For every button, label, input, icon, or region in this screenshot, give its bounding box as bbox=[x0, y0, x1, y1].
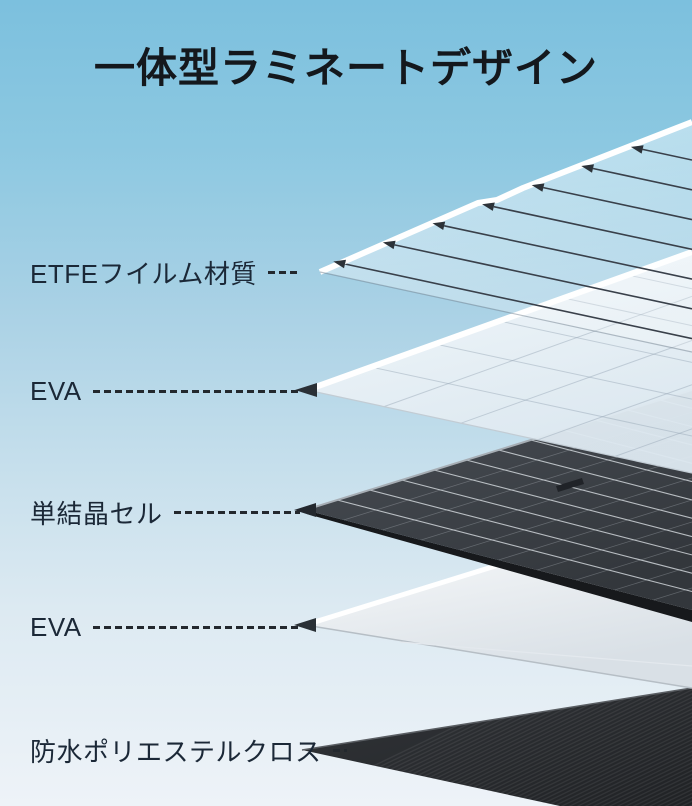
page-title: 一体型ラミネートデザイン bbox=[94, 45, 598, 91]
leader-line bbox=[92, 625, 300, 629]
leader-line bbox=[173, 510, 300, 514]
etfe-film-layer bbox=[318, 119, 692, 353]
layer-label-text: 単結晶セル bbox=[30, 498, 163, 529]
layer-label-etfe: ETFEフイルム材質 bbox=[30, 255, 300, 289]
etfe-wire-arrows bbox=[333, 145, 644, 269]
leader-line bbox=[92, 389, 300, 393]
layer-label-text: 防水ポリエステルクロス bbox=[30, 736, 322, 767]
layer-label-text: ETFEフイルム材質 bbox=[30, 258, 257, 289]
cell-tip-arrow bbox=[294, 503, 316, 517]
layer-label-cloth: 防水ポリエステルクロス bbox=[30, 733, 347, 767]
eva-middle-tip-arrow bbox=[295, 383, 317, 397]
layer-label-eva-bottom: EVA bbox=[30, 610, 300, 644]
cell-junction-detail bbox=[556, 478, 584, 492]
leader-line bbox=[332, 748, 347, 752]
layer-label-text: EVA bbox=[30, 375, 82, 406]
layer-label-eva-top: EVA bbox=[30, 374, 300, 408]
leader-line bbox=[267, 270, 300, 274]
layer-label-cell: 単結晶セル bbox=[30, 495, 300, 529]
layer-label-text: EVA bbox=[30, 611, 82, 642]
eva-bottom-tip-arrow bbox=[294, 618, 316, 632]
